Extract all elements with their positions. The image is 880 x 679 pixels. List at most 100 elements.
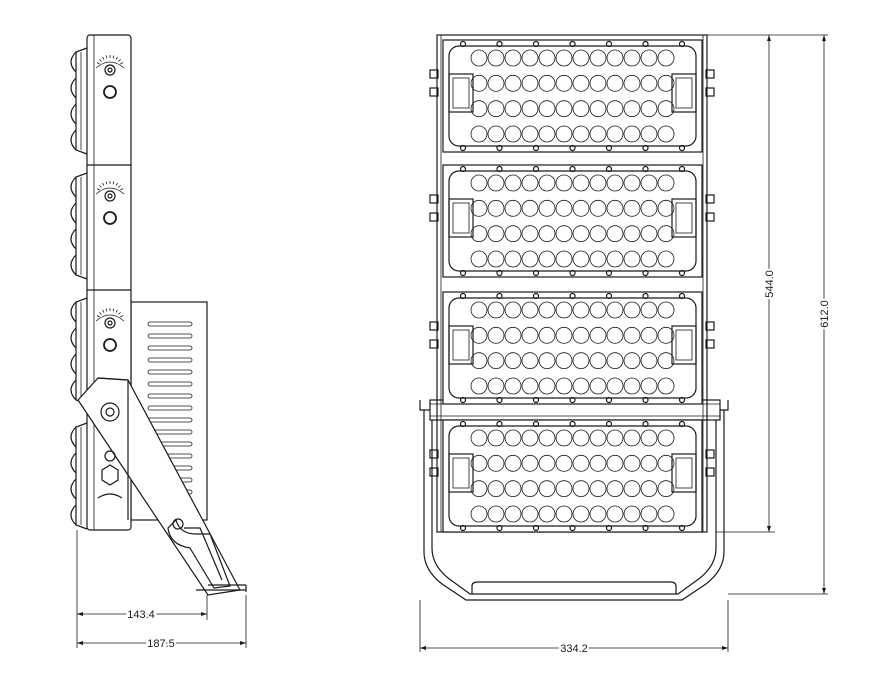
led-lens [640, 429, 658, 447]
dim-side-depth: 143.4 [127, 609, 155, 621]
led-lens [640, 377, 658, 395]
led-lens [640, 480, 658, 498]
led-lens [572, 505, 590, 523]
front-view: 544.0 612.0 334.2 [419, 34, 833, 657]
led-lens [521, 125, 539, 143]
led-lens [555, 125, 573, 143]
module-bracket [448, 73, 474, 113]
led-lens [487, 199, 505, 217]
led-lens [606, 199, 624, 217]
led-lens [487, 377, 505, 395]
front-modules [429, 39, 715, 533]
led-lens [470, 377, 488, 395]
module-lug [429, 467, 439, 477]
module-bracket [671, 198, 697, 238]
led-lens [606, 100, 624, 118]
module-bolt [605, 40, 613, 48]
led-lens [623, 480, 641, 498]
led-lens [623, 125, 641, 143]
module-bolt [459, 420, 467, 428]
module-bracket [671, 453, 697, 493]
bracket-slot [147, 321, 193, 327]
led-lens [504, 100, 522, 118]
module-lug [705, 194, 715, 204]
bracket-slot [147, 357, 193, 363]
led-lens [606, 480, 624, 498]
module-lug [429, 194, 439, 204]
module-bolt [678, 144, 686, 152]
module-bracket [448, 453, 474, 493]
led-lens [606, 225, 624, 243]
led-lens [470, 199, 488, 217]
led-lens [589, 326, 607, 344]
led-lens [555, 454, 573, 472]
module-bolt [569, 269, 576, 277]
led-lens [572, 377, 590, 395]
module-bolt [496, 420, 503, 428]
led-lens [606, 326, 624, 344]
led-lens [555, 174, 573, 192]
led-lens [657, 377, 675, 395]
led-lens [589, 74, 607, 92]
module-bolt [532, 396, 540, 404]
module-bolt [532, 292, 540, 300]
led-lens [640, 505, 658, 523]
led-lens [470, 352, 488, 370]
side-lens [70, 176, 77, 198]
led-lens [487, 352, 505, 370]
module-bolt [569, 40, 576, 48]
led-lens [555, 250, 573, 268]
led-lens [538, 225, 556, 243]
led-lens [555, 480, 573, 498]
module-lug [429, 69, 439, 79]
led-lens [640, 125, 658, 143]
led-lens [606, 454, 624, 472]
led-lens [538, 199, 556, 217]
module-bolt [678, 40, 686, 48]
module-bolt [459, 165, 467, 173]
bracket-slot [147, 405, 193, 411]
led-lens [487, 125, 505, 143]
led-lens [538, 429, 556, 447]
led-lens [606, 352, 624, 370]
led-lens [521, 352, 539, 370]
module-lug [429, 212, 439, 222]
bracket-slot [147, 345, 193, 351]
module-bolt [642, 40, 649, 48]
side-lens [70, 103, 77, 125]
module-bolt [459, 269, 467, 277]
led-lens [572, 326, 590, 344]
led-lens [589, 429, 607, 447]
front-module [429, 419, 715, 533]
led-lens [572, 74, 590, 92]
led-lens [504, 74, 522, 92]
bracket-slot [147, 381, 193, 387]
module-bolt [532, 524, 540, 532]
module-housing [442, 164, 703, 278]
led-lens [521, 505, 539, 523]
led-lens [657, 505, 675, 523]
led-lens [623, 505, 641, 523]
module-bolt [642, 165, 649, 173]
module-bolt [532, 165, 540, 173]
led-lens [589, 100, 607, 118]
side-dimension-lines [76, 530, 247, 648]
led-lens [589, 250, 607, 268]
led-lens [521, 250, 539, 268]
led-lens [504, 454, 522, 472]
module-lug [429, 449, 439, 459]
led-lens [572, 250, 590, 268]
led-lens [487, 100, 505, 118]
led-lens [504, 505, 522, 523]
led-lens [589, 505, 607, 523]
led-lens [538, 49, 556, 67]
side-lens [70, 254, 77, 276]
led-lens [470, 505, 488, 523]
led-lens [640, 100, 658, 118]
led-lens [606, 377, 624, 395]
side-view: 143.4 187.5 [70, 34, 247, 652]
module-bolt [678, 269, 686, 277]
tilt-knobs [95, 55, 125, 352]
led-lens [487, 301, 505, 319]
led-lens [538, 301, 556, 319]
